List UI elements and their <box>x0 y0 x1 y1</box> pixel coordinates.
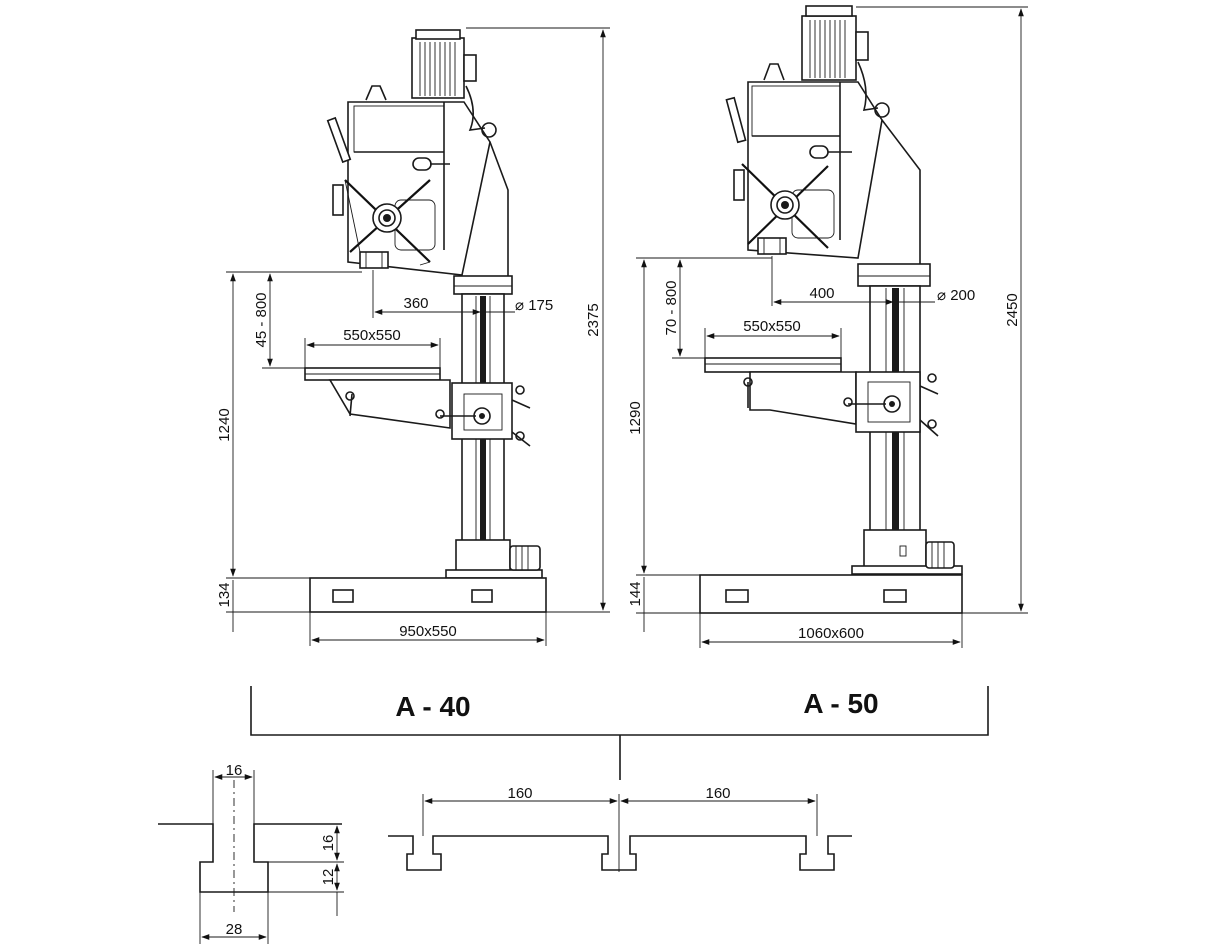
table-height-a50: 1290 <box>627 401 644 434</box>
dimensions-a50: 2450 1290 144 70 - 800 400 ⌀ 200 550x550… <box>627 6 1028 648</box>
motor-a50 <box>801 5 869 81</box>
tslot-detail <box>158 780 342 912</box>
base-height-a50: 144 <box>627 581 644 606</box>
table-height-a40: 1240 <box>216 408 233 441</box>
work-table-a40 <box>304 367 451 429</box>
spindle-travel-a40: 45 - 800 <box>253 292 270 347</box>
base-a50 <box>699 574 963 614</box>
model-title-a40: A - 40 <box>395 691 470 722</box>
total-height-a50: 2450 <box>1004 293 1021 326</box>
table-slot-profile <box>388 835 852 871</box>
machine-a50 <box>699 5 963 614</box>
reach-a50: 400 <box>809 285 834 302</box>
model-bracket <box>250 686 989 780</box>
base-height-a40: 134 <box>216 582 233 607</box>
drill-head-a40 <box>326 85 491 276</box>
dimensions-a40: 2375 1240 134 45 - 800 360 ⌀ 175 550x550… <box>216 27 610 646</box>
base-size-a50: 1060x600 <box>798 625 864 642</box>
table-size-a50: 550x550 <box>743 318 801 335</box>
tslot-foot-depth: 12 <box>320 869 337 886</box>
drill-head-a50 <box>725 63 883 259</box>
base-size-a40: 950x550 <box>399 623 457 640</box>
slot-spacing-2: 160 <box>705 785 730 802</box>
motor-a40 <box>411 29 477 99</box>
base-a40 <box>309 577 547 613</box>
column-diameter-a40: ⌀ 175 <box>515 297 553 314</box>
machine-a40 <box>304 29 547 613</box>
table-slot-dimensions: 160 160 <box>422 785 818 872</box>
table-size-a40: 550x550 <box>343 327 401 344</box>
work-table-a50 <box>704 357 857 425</box>
slot-spacing-1: 160 <box>507 785 532 802</box>
table-bracket-a40 <box>435 382 531 447</box>
spindle-travel-a50: 70 - 800 <box>663 280 680 335</box>
tslot-neck-depth: 16 <box>320 835 337 852</box>
tslot-dimensions: 16 16 12 28 <box>199 762 344 944</box>
reach-a40: 360 <box>403 295 428 312</box>
tslot-top-width: 16 <box>226 762 243 779</box>
total-height-a40: 2375 <box>585 303 602 336</box>
tslot-bottom-width: 28 <box>226 921 243 938</box>
column-diameter-a50: ⌀ 200 <box>937 287 975 304</box>
table-bracket-a50 <box>843 371 939 437</box>
model-title-a50: A - 50 <box>803 688 878 719</box>
